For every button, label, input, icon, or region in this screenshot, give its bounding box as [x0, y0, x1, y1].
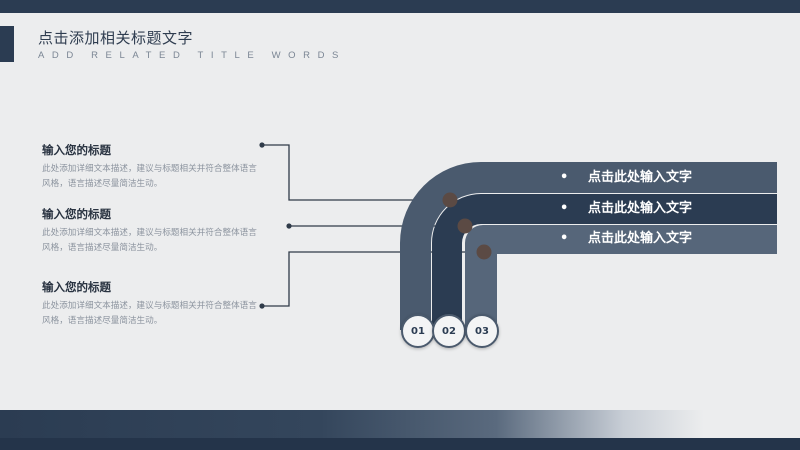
item-heading[interactable]: 输入您的标题: [42, 143, 111, 157]
number-badge-3: 03: [465, 314, 499, 348]
bar-label-text[interactable]: 点击此处输入文字: [588, 201, 693, 216]
bar-label-1[interactable]: • 点击此处输入文字: [560, 168, 770, 188]
connector-dot-3: [259, 303, 265, 309]
bullet: •: [560, 231, 569, 246]
slide-title[interactable]: 点击添加相关标题文字: [38, 29, 194, 47]
bar-label-2[interactable]: • 点击此处输入文字: [560, 199, 770, 219]
bar-dot-1: [442, 192, 458, 208]
bar-dot-3: [476, 244, 492, 260]
item-body[interactable]: 此处添加详细文本描述，建议与标题相关并符合整体语言风格，语言描述尽量简洁生动。: [42, 164, 257, 189]
item-body[interactable]: 此处添加详细文本描述，建议与标题相关并符合整体语言风格，语言描述尽量简洁生动。: [42, 228, 257, 253]
connector-line-3: [262, 251, 483, 307]
slide-subtitle[interactable]: ADD RELATED TITLE WORDS: [38, 50, 346, 61]
connector-line-1: [262, 144, 448, 201]
connector-dot-2: [286, 223, 292, 229]
text-item-1: 输入您的标题 此处添加详细文本描述，建议与标题相关并符合整体语言风格，语言描述尽…: [42, 142, 262, 192]
text-item-3: 输入您的标题 此处添加详细文本描述，建议与标题相关并符合整体语言风格，语言描述尽…: [42, 279, 262, 329]
number-badge-1: 01: [401, 314, 435, 348]
top-accent-bar: [0, 0, 800, 13]
bar-label-text[interactable]: 点击此处输入文字: [588, 231, 693, 246]
bar-label-3[interactable]: • 点击此处输入文字: [560, 229, 770, 249]
item-body[interactable]: 此处添加详细文本描述，建议与标题相关并符合整体语言风格，语言描述尽量简洁生动。: [42, 301, 257, 326]
connector-dot-1: [259, 142, 265, 148]
number-badge-2: 02: [432, 314, 466, 348]
curved-bar-2: [432, 194, 777, 330]
bullet: •: [560, 201, 569, 216]
bottom-dark-strip: [0, 438, 800, 450]
curved-bar-3: [465, 225, 777, 330]
text-item-2: 输入您的标题 此处添加详细文本描述，建议与标题相关并符合整体语言风格，语言描述尽…: [42, 206, 262, 256]
bar-label-text[interactable]: 点击此处输入文字: [588, 170, 693, 185]
item-heading[interactable]: 输入您的标题: [42, 207, 111, 221]
bar-dot-2: [457, 218, 473, 234]
item-heading[interactable]: 输入您的标题: [42, 280, 111, 294]
curved-bar-1: [400, 162, 777, 330]
bullet: •: [560, 170, 569, 185]
title-block: 点击添加相关标题文字 ADD RELATED TITLE WORDS: [38, 28, 346, 61]
title-corner-mark: [0, 26, 14, 62]
